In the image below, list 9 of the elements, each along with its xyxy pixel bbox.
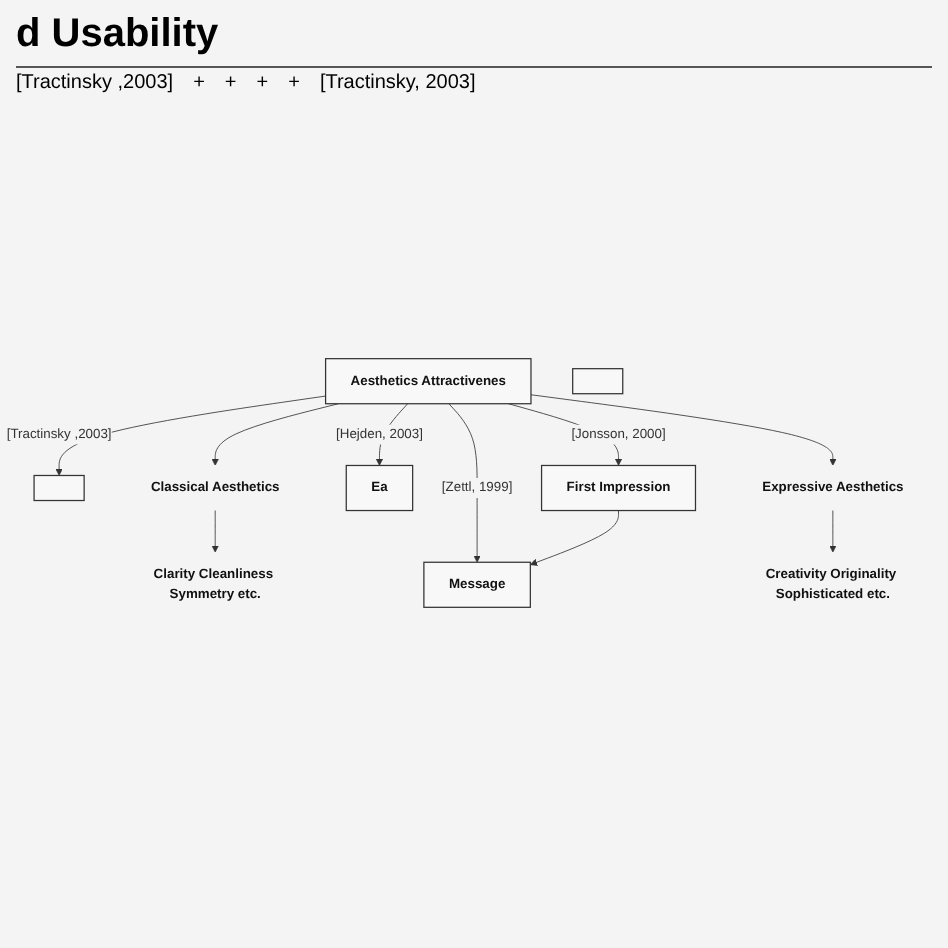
note-text: +: [288, 72, 300, 94]
note-text: [Tractinsky ,2003]: [16, 72, 174, 94]
node-box: [33, 474, 85, 502]
note-text: +: [224, 72, 237, 94]
note-text: +: [193, 72, 205, 94]
note-text: [Tractinsky, 2003]: [319, 72, 476, 94]
node-box: [572, 368, 624, 395]
title: d Usability: [16, 12, 932, 68]
note-text: +: [256, 72, 269, 94]
